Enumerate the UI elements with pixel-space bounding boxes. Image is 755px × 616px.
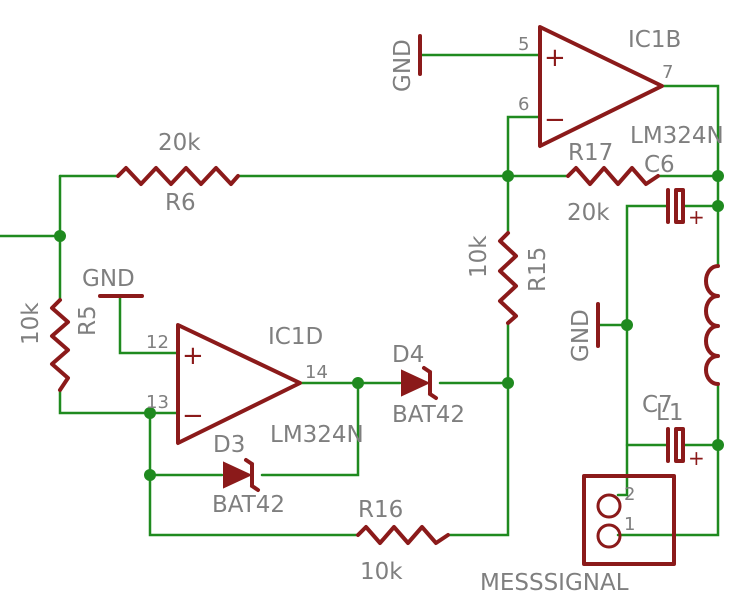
opamp-minus-sign: −	[182, 401, 204, 431]
ground-label: GND	[390, 39, 416, 92]
wire-right-rail-2	[616, 382, 720, 537]
pin-number: 5	[518, 34, 529, 55]
wire-r15-bottom	[446, 321, 510, 537]
wire-d3-loop	[260, 381, 360, 477]
junction-dot	[502, 170, 514, 182]
resistor-r6: 20k R6	[116, 130, 240, 216]
ground-right: GND	[568, 302, 600, 362]
resistor-r17: R17 20k	[566, 140, 660, 226]
junction-dot	[502, 377, 514, 389]
opamp-triangle	[176, 323, 302, 445]
junction-dot	[712, 200, 724, 212]
part-value: 10k	[466, 235, 492, 278]
opamp-ic1b: + − 5 6 7 IC1B LM324N	[518, 25, 724, 149]
resistor-r5: 10k R5	[18, 298, 101, 392]
part-name: R17	[568, 140, 613, 166]
connector-pin-2	[596, 493, 622, 519]
wire-c6-left	[616, 204, 670, 497]
part-value: LM324N	[270, 422, 364, 448]
junction-dot	[712, 439, 724, 451]
junction-dot	[144, 469, 156, 481]
part-name: MESSSIGNAL	[480, 570, 629, 596]
opamp-plus-sign: +	[182, 341, 204, 371]
opamp-ic1d: + − 12 13 14 IC1D LM324N	[146, 323, 364, 448]
resistor-zigzag	[498, 231, 518, 325]
junction-dot	[352, 377, 364, 389]
pin-number: 6	[518, 94, 529, 115]
junction-dot	[621, 319, 633, 331]
junction-dot	[712, 170, 724, 182]
connector-messsignal: 2 1 MESSSIGNAL	[480, 474, 676, 596]
inductor-l1: L1	[656, 264, 720, 426]
junctions	[54, 170, 724, 481]
pin-number: 2	[624, 484, 635, 505]
part-name: R16	[358, 497, 403, 523]
part-name: C6	[644, 152, 675, 178]
diode-triangle	[401, 369, 431, 397]
junction-dot	[144, 407, 156, 419]
diode-d4: D4 BAT42	[392, 342, 465, 428]
pin-number: 13	[146, 392, 169, 413]
pin-number: 1	[624, 514, 635, 535]
part-value: 20k	[567, 200, 610, 226]
capacitor-plate-polar	[674, 188, 685, 224]
part-name: C7	[642, 392, 673, 418]
wire-r5-bottom	[58, 388, 152, 415]
part-name: R5	[75, 305, 101, 336]
pin-number: 12	[146, 332, 169, 353]
part-value: LM324N	[630, 123, 724, 149]
part-value: BAT42	[392, 402, 465, 428]
wire-ic1d-plus	[118, 294, 180, 355]
connector-body	[582, 474, 676, 566]
ground-ic1d: GND	[82, 266, 144, 298]
resistor-r15: 10k R15	[466, 231, 551, 325]
opamp-minus-sign: −	[544, 105, 566, 135]
part-name: R15	[525, 247, 551, 292]
inductor-coil	[704, 264, 720, 386]
connector-pin-1	[596, 523, 622, 549]
resistor-zigzag	[116, 166, 240, 186]
wire-ic1b-minus	[506, 115, 542, 178]
part-name: D4	[392, 342, 424, 368]
part-value: BAT42	[212, 492, 285, 518]
wire-minus-rail	[148, 411, 360, 537]
part-value: 10k	[18, 302, 44, 345]
opamp-triangle	[538, 25, 664, 148]
resistor-zigzag	[356, 525, 450, 545]
part-value: 20k	[158, 130, 201, 156]
capacitor-c6: C6 +	[644, 152, 705, 229]
diode-cathode-bar	[422, 366, 438, 400]
capacitor-plus: +	[688, 446, 705, 470]
resistor-r16: R16 10k	[356, 497, 450, 585]
resistor-zigzag	[50, 298, 70, 392]
capacitor-plate-polar	[674, 427, 685, 463]
ground-label: GND	[568, 309, 594, 362]
pin-number: 7	[662, 62, 673, 83]
part-name: L1	[656, 400, 683, 426]
opamp-plus-sign: +	[544, 43, 566, 73]
wire-ic1b-out	[658, 84, 720, 178]
diode-triangle	[223, 461, 253, 489]
resistor-zigzag	[566, 166, 660, 186]
part-value: 10k	[360, 559, 403, 585]
ground-ic1b: GND	[390, 34, 422, 92]
pin-number: 14	[305, 362, 328, 383]
part-name: D3	[213, 432, 245, 458]
capacitor-plus: +	[688, 205, 705, 229]
part-name: R6	[165, 190, 196, 216]
part-name: IC1D	[268, 324, 323, 350]
junction-dot	[54, 230, 66, 242]
capacitor-c7: C7 +	[642, 392, 705, 470]
diode-cathode-bar	[244, 458, 260, 492]
diode-d3: D3 BAT42	[212, 432, 285, 518]
part-name: IC1B	[628, 27, 681, 53]
ground-label: GND	[82, 266, 135, 292]
